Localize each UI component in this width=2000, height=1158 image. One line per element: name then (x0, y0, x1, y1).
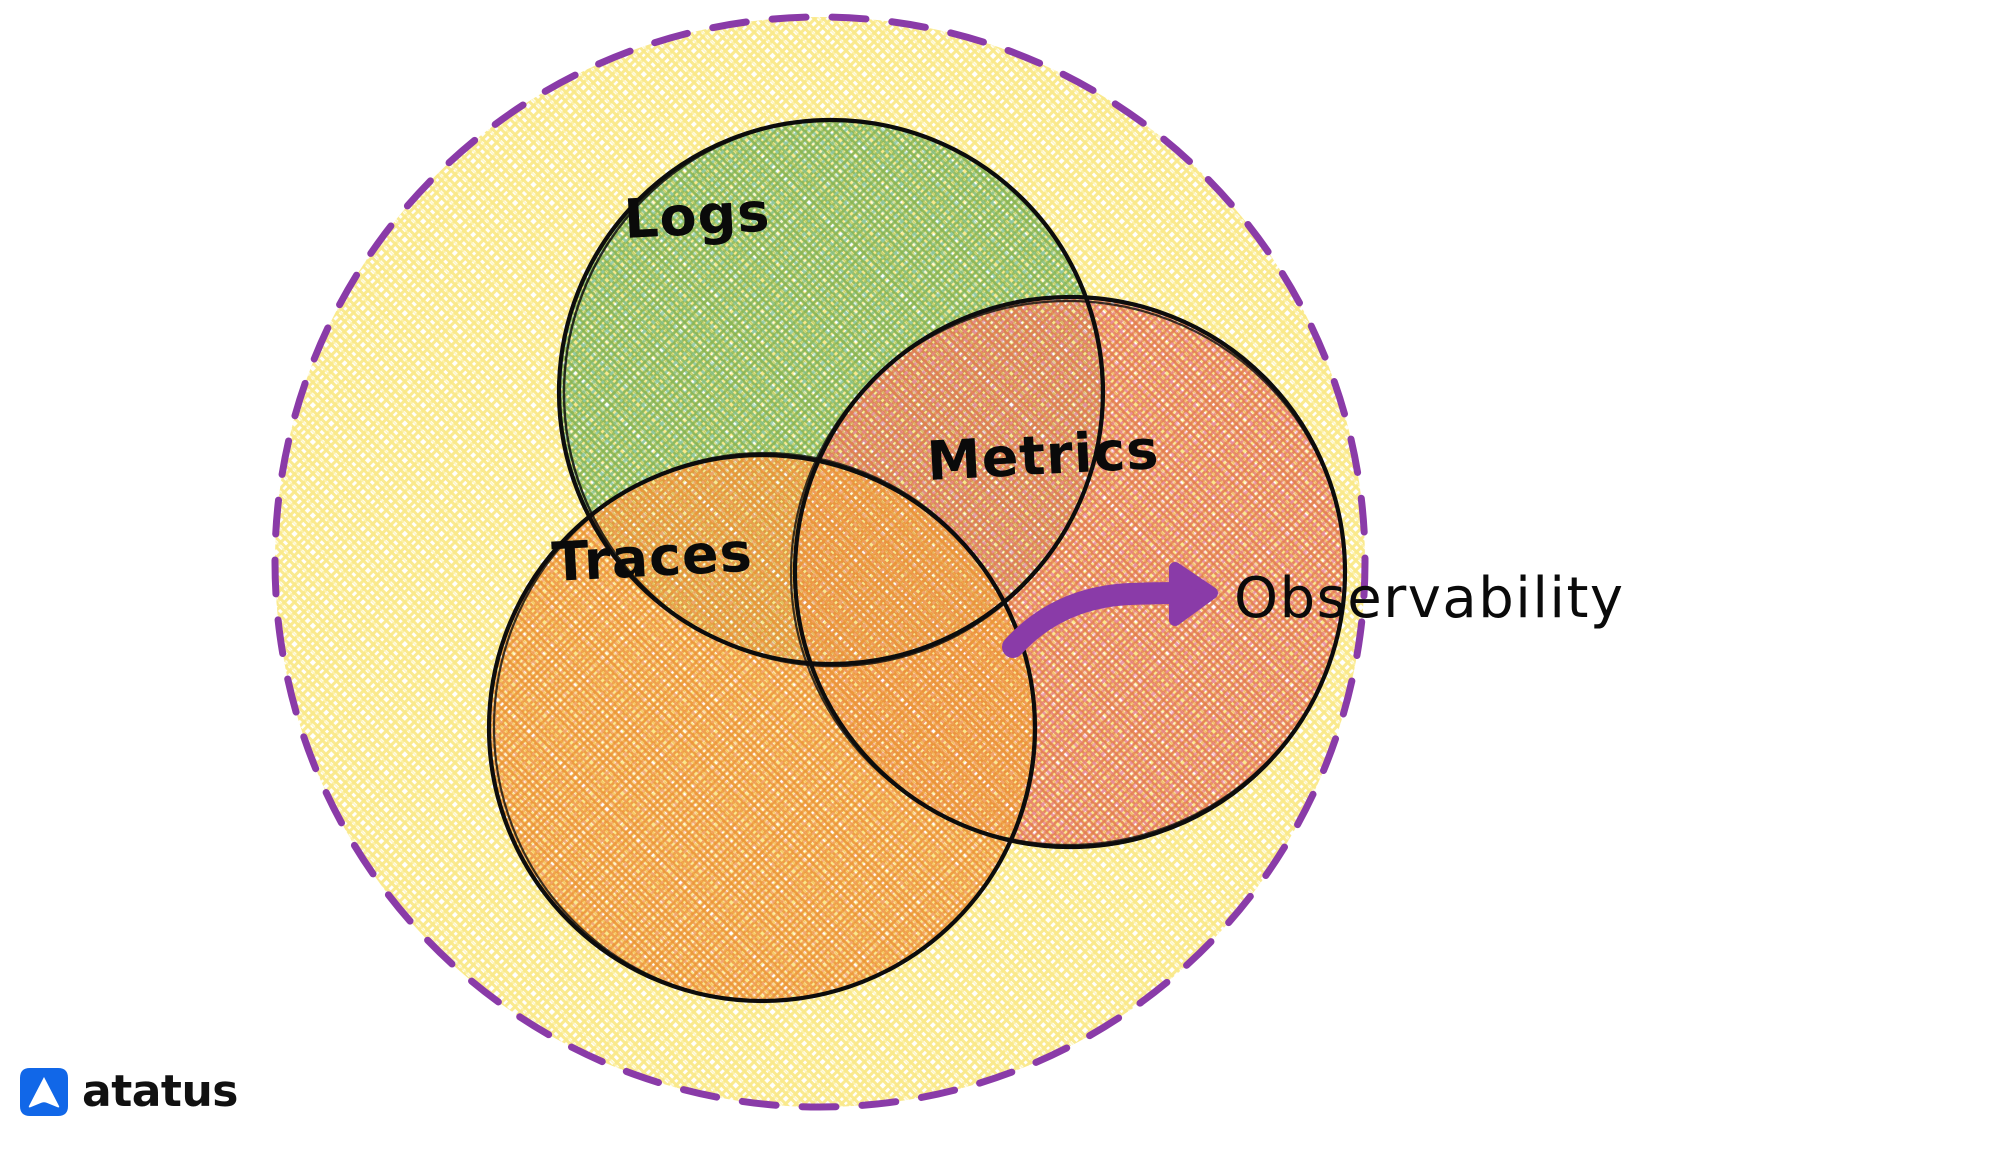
brand-wordmark: atatus (82, 1066, 238, 1117)
brand-logo[interactable]: atatus (20, 1066, 238, 1117)
venn-set-outlines (486, 117, 1348, 1004)
set-label-logs: Logs (622, 180, 771, 251)
outer-set-dashed-border (271, 13, 1369, 1111)
set-fill-traces (489, 455, 1035, 1001)
set-outline-traces-second-pass (492, 451, 1036, 1003)
set-label-metrics: Metrics (925, 418, 1160, 493)
observability-callout-arrow (1002, 562, 1218, 658)
set-outline-logs-second-pass (562, 118, 1104, 668)
callout-arrow-head (1169, 562, 1218, 626)
callout-label-observability: Observability (1234, 566, 1625, 631)
set-outline-metrics-second-pass (789, 299, 1347, 847)
venn-set-fills (489, 120, 1345, 1001)
atatus-logo-icon (20, 1068, 68, 1116)
set-label-traces: Traces (550, 521, 754, 594)
